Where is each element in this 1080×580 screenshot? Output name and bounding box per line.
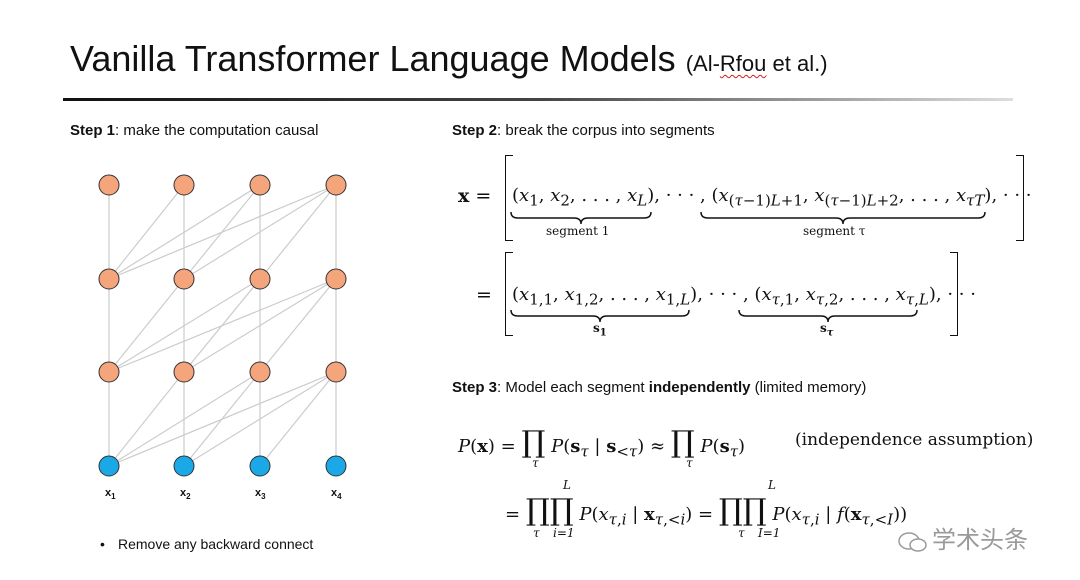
graph-edge	[108, 184, 261, 280]
eq1-body: (x1, x2, . . . , xL), · · · , (x(τ−1)L+1…	[512, 185, 1032, 210]
spellcheck-squiggle: Rfou	[719, 51, 767, 76]
eq3-line2-sub4: I=1	[758, 526, 781, 540]
graph-edge	[108, 184, 337, 280]
step2-heading: Step 2: break the corpus into segments	[452, 122, 715, 139]
graph-edge	[259, 371, 337, 467]
graph-edge	[108, 278, 337, 373]
eq3-line2-sup1: L	[563, 478, 571, 492]
graph-edge	[259, 278, 337, 373]
brace-s1	[510, 309, 690, 323]
wechat-icon	[898, 531, 927, 552]
eq3-line2: = ∏∏ P(xτ,i | xτ,<i) = ∏∏ P(xτ,i | f(xτ,…	[505, 493, 908, 529]
hidden-node	[325, 174, 347, 196]
hidden-node	[98, 174, 120, 196]
graph-edge	[108, 278, 261, 373]
step1-heading: Step 1: make the computation causal	[70, 122, 319, 139]
brace-segment-tau	[700, 211, 986, 225]
graph-edge	[108, 371, 337, 467]
causal-attention-graph	[98, 174, 347, 477]
eq1-right-bracket	[1016, 155, 1024, 241]
hidden-node	[98, 268, 120, 290]
hidden-node	[325, 268, 347, 290]
label-s1: s1	[593, 321, 607, 339]
eq3-line2-sub1: τ	[533, 526, 540, 540]
graph-edge	[183, 184, 337, 280]
eq3-line1-sub2: τ	[686, 456, 693, 470]
hidden-node	[98, 361, 120, 383]
title-citation: (Al-Rfou et al.)	[685, 51, 828, 76]
eq2-equals: =	[476, 284, 492, 306]
hidden-node	[173, 174, 195, 196]
input-node	[173, 455, 195, 477]
bullet-item: •Remove any backward connect	[100, 536, 314, 552]
brace-stau	[738, 309, 918, 323]
title-divider	[63, 98, 1013, 101]
graph-edge	[183, 278, 337, 373]
hidden-node	[249, 268, 271, 290]
graph-edge	[108, 278, 185, 373]
graph-edge	[108, 371, 185, 467]
eq-x-lhs: x =	[458, 185, 492, 207]
input-label-x3: x3	[255, 487, 266, 502]
input-label-x2: x2	[180, 487, 191, 502]
input-node	[249, 455, 271, 477]
eq2-body: (x1,1, x1,2, . . . , x1,L), · · · , (xτ,…	[512, 284, 976, 309]
watermark: 学术头条	[898, 520, 1028, 555]
graph-edge	[259, 184, 337, 280]
hidden-node	[173, 361, 195, 383]
graph-edge	[108, 371, 261, 467]
brace-segment-1	[510, 211, 652, 225]
label-segment-1: segment 1	[546, 224, 610, 238]
independence-note: (independence assumption)	[795, 430, 1034, 450]
eq3-line2-sup2: L	[768, 478, 776, 492]
input-node	[325, 455, 347, 477]
input-label-x1: x1	[105, 487, 116, 502]
label-stau: sτ	[820, 321, 834, 339]
eq3-line1: P(x) = ∏ P(sτ | s<τ) ≈ ∏ P(sτ)	[458, 425, 746, 461]
input-label-x4: x4	[331, 487, 342, 502]
hidden-node	[325, 361, 347, 383]
step3-heading: Step 3: Model each segment independently…	[452, 379, 867, 396]
graph-edge	[108, 184, 185, 280]
graph-edge	[183, 371, 337, 467]
hidden-node	[249, 361, 271, 383]
eq3-line1-sub1: τ	[532, 456, 539, 470]
eq3-line2-sub3: τ	[738, 526, 745, 540]
hidden-node	[249, 174, 271, 196]
eq1-left-bracket	[505, 155, 513, 241]
eq2-left-bracket	[505, 252, 513, 336]
input-node	[98, 455, 120, 477]
eq3-line2-sub2: i=1	[553, 526, 575, 540]
hidden-node	[173, 268, 195, 290]
eq2-right-bracket	[950, 252, 958, 336]
label-segment-tau: segment τ	[803, 224, 866, 238]
page-title: Vanilla Transformer Language Models (Al-…	[70, 38, 828, 80]
title-text: Vanilla Transformer Language Models	[70, 38, 676, 79]
